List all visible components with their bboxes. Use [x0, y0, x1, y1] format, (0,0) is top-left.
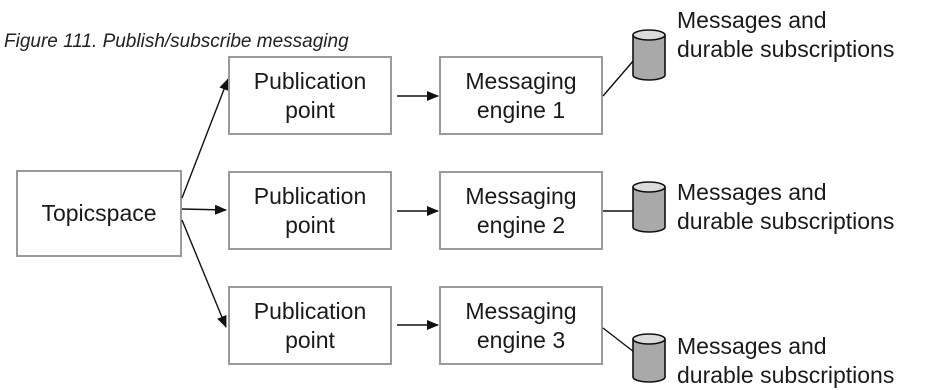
connector-engine-to-store-1 [602, 59, 635, 97]
messaging-engine-box [439, 171, 603, 250]
message-store-label-line1: Messages and [677, 333, 827, 359]
publication-point-1: Publication point [228, 56, 392, 135]
publication-point-label-line1: Publication [254, 183, 367, 209]
messaging-engine-label-line1: Messaging [465, 183, 576, 209]
publication-point-box [228, 56, 392, 135]
messaging-engine-label-line2: engine 2 [477, 212, 565, 238]
messaging-engine-box [439, 286, 603, 365]
database-cylinder-icon [632, 333, 666, 383]
publication-point-box [228, 286, 392, 365]
message-store-1: Messages and durable subscriptions [632, 7, 894, 81]
publication-point-label-line1: Publication [254, 68, 367, 94]
messaging-engine-label-line1: Messaging [465, 298, 576, 324]
arrow-topicspace-to-publication-2 [181, 204, 227, 215]
topicspace-box [16, 170, 182, 257]
message-store-label-line2: durable subscriptions [677, 36, 894, 62]
publication-point-box [228, 171, 392, 250]
database-cylinder-icon [632, 29, 666, 81]
publication-point-2: Publication point [228, 171, 392, 250]
message-store-label-line1: Messages and [677, 179, 827, 205]
messaging-engine-1: Messaging engine 1 [439, 56, 603, 135]
message-store-3: Messages and durable subscriptions [632, 333, 894, 388]
messaging-engine-3: Messaging engine 3 [439, 286, 603, 365]
messaging-engine-box [439, 56, 603, 135]
message-store-label-line1: Messages and [677, 7, 827, 33]
arrow-topicspace-to-publication-1 [181, 78, 229, 199]
message-store-label-line2: durable subscriptions [677, 362, 894, 388]
messaging-engine-label-line2: engine 3 [477, 327, 565, 353]
topicspace-label: Topicspace [41, 200, 156, 226]
publication-point-label-line1: Publication [254, 298, 367, 324]
publication-point-label-line2: point [285, 212, 335, 238]
topicspace-node: Topicspace [16, 170, 182, 257]
figure-caption: Figure 111. Publish/subscribe messaging [4, 31, 349, 52]
publication-point-3: Publication point [228, 286, 392, 365]
publication-point-label-line2: point [285, 327, 335, 353]
database-cylinder-icon [632, 181, 666, 233]
messaging-engine-label-line1: Messaging [465, 68, 576, 94]
connector-engine-to-store-3 [602, 327, 635, 353]
message-store-2: Messages and durable subscriptions [632, 179, 894, 234]
arrow-topicspace-to-publication-3 [181, 219, 227, 328]
messaging-engine-label-line2: engine 1 [477, 97, 565, 123]
message-store-label-line2: durable subscriptions [677, 208, 894, 234]
messaging-engine-2: Messaging engine 2 [439, 171, 603, 250]
publication-point-label-line2: point [285, 97, 335, 123]
